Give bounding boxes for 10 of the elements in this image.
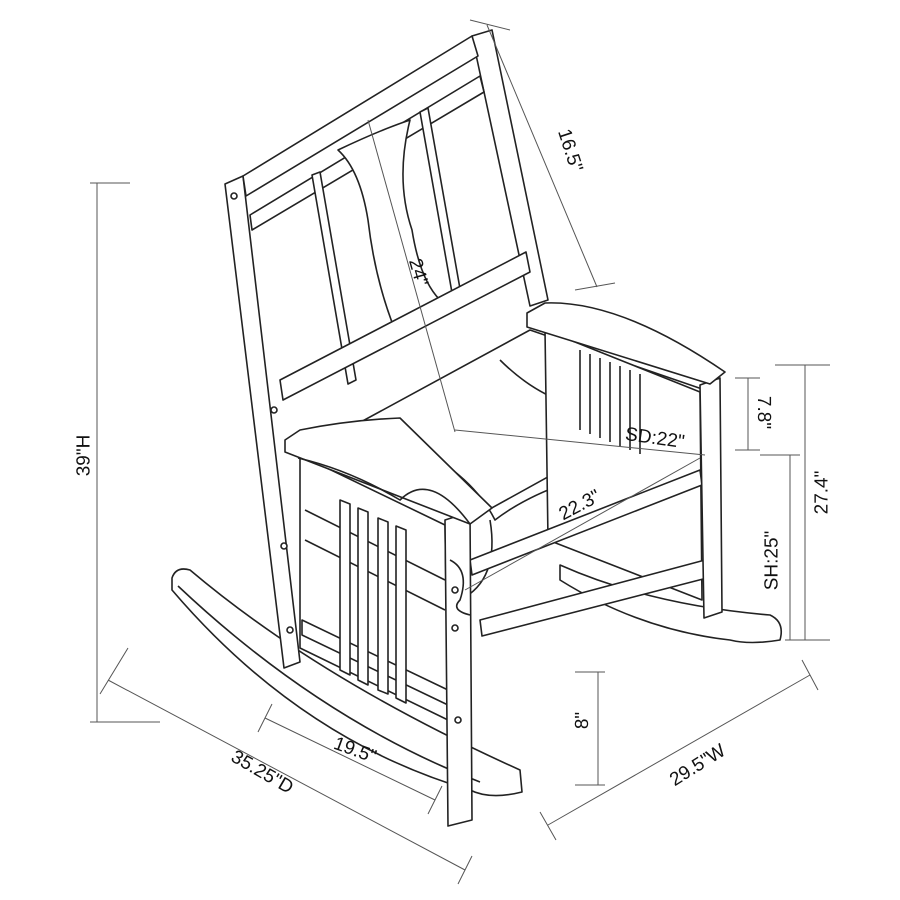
dimension-label: 39"H: [74, 434, 94, 476]
dimension-label: 22.3": [556, 486, 604, 524]
dimension-label: 24": [404, 256, 431, 288]
dimension-label: 8": [572, 711, 592, 729]
dimension-label: SH:25": [762, 530, 782, 590]
dimension-label: 7.8": [754, 395, 773, 429]
dimension-label: SD:22": [624, 424, 686, 452]
dimension-label: 16.5": [554, 126, 586, 174]
dimension-label: 27.4": [812, 470, 832, 514]
dimension-label: 19.5": [331, 734, 379, 766]
